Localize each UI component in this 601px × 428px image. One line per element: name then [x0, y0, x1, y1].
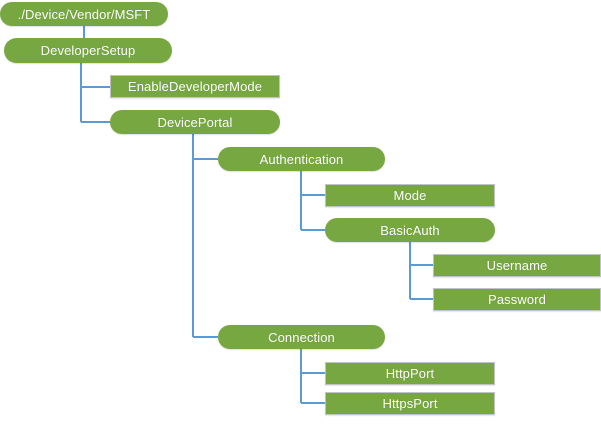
node-developersetup[interactable]: DeveloperSetup — [4, 38, 172, 63]
node-password[interactable]: Password — [433, 288, 601, 311]
node-httpport[interactable]: HttpPort — [325, 362, 495, 385]
node-label: HttpPort — [385, 366, 435, 381]
node-label: Password — [488, 292, 546, 307]
node-deviceportal[interactable]: DevicePortal — [110, 110, 280, 134]
node-label: EnableDeveloperMode — [127, 79, 263, 94]
node-label: DeveloperSetup — [40, 43, 136, 58]
node-label: Username — [486, 258, 548, 273]
node-basicauth[interactable]: BasicAuth — [325, 218, 495, 242]
node-label: HttpsPort — [382, 396, 438, 411]
node-label: Mode — [393, 188, 427, 203]
node-username[interactable]: Username — [433, 254, 601, 277]
node-label: DevicePortal — [157, 114, 233, 130]
node-httpsport[interactable]: HttpsPort — [325, 392, 495, 415]
node-label: Connection — [268, 329, 335, 345]
node-label: BasicAuth — [380, 222, 440, 238]
node-root[interactable]: ./Device/Vendor/MSFT — [0, 2, 168, 26]
node-connection[interactable]: Connection — [218, 325, 385, 349]
node-enabledevelopermode[interactable]: EnableDeveloperMode — [110, 75, 280, 98]
node-label: ./Device/Vendor/MSFT — [17, 6, 151, 22]
node-label: Authentication — [259, 151, 344, 167]
node-authentication[interactable]: Authentication — [218, 147, 385, 171]
node-mode[interactable]: Mode — [325, 184, 495, 207]
